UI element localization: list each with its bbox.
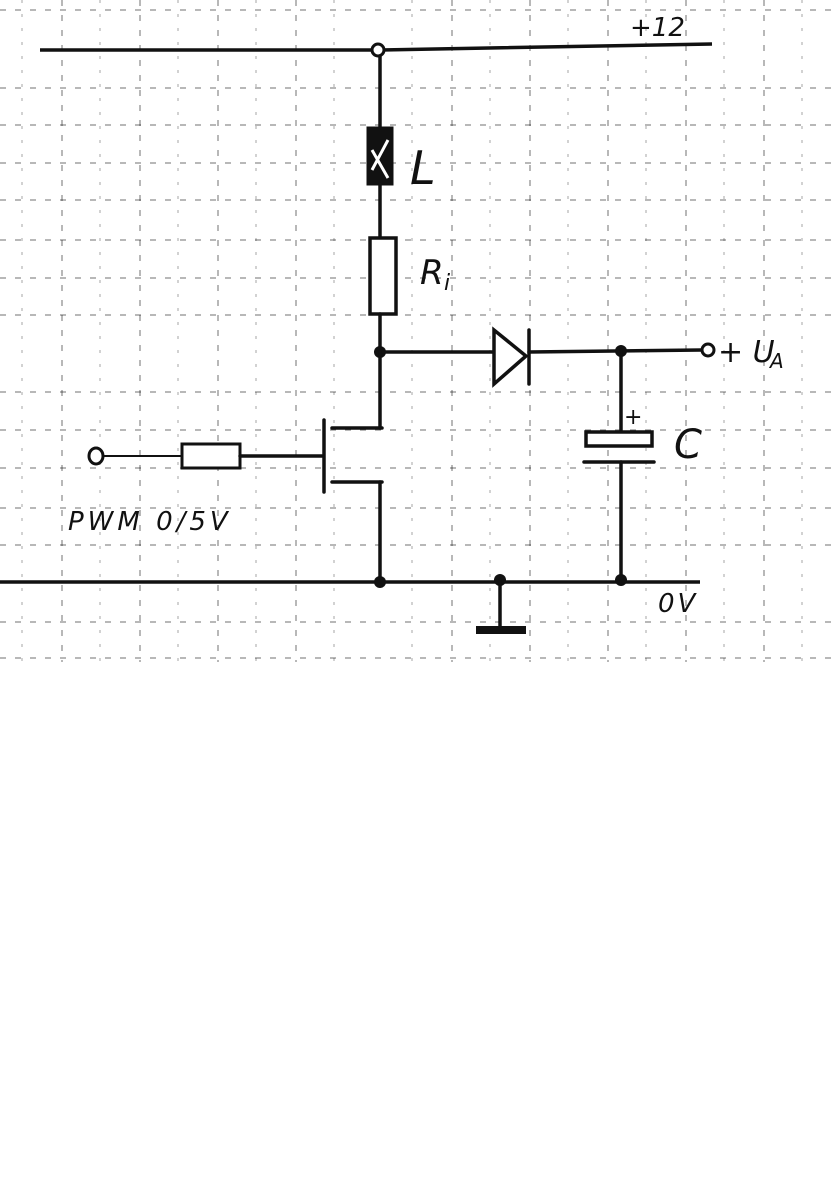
ground-node-mosfet [374, 576, 386, 588]
ground-node-capacitor [615, 574, 627, 586]
capacitor-label: C [674, 422, 702, 468]
output-label: + U A [718, 335, 784, 373]
mosfet-symbol [322, 418, 384, 494]
svg-text:+ U: + U [718, 335, 775, 370]
gate-resistor-symbol [180, 442, 242, 470]
pwm-label: PWM 0/5V [68, 507, 232, 537]
supply-node [370, 42, 386, 58]
svg-text:A: A [768, 349, 784, 373]
resistor-ri-label: R i [420, 253, 450, 296]
capacitor-symbol [582, 430, 656, 464]
supply-label: +12 [630, 13, 685, 43]
graph-paper-grid [0, 0, 835, 662]
svg-text:i: i [444, 271, 450, 296]
svg-text:R: R [420, 253, 444, 293]
earth-ground-symbol [476, 578, 526, 634]
capacitor-polarity-label: + [624, 405, 642, 430]
inductor-symbol [366, 126, 394, 186]
pwm-input-terminal [87, 446, 105, 466]
diode-symbol [492, 326, 531, 388]
inductor-label: L [410, 141, 436, 195]
resistor-ri-symbol [368, 236, 398, 316]
output-terminal [700, 342, 716, 358]
ground-rail-label: 0V [658, 589, 698, 619]
